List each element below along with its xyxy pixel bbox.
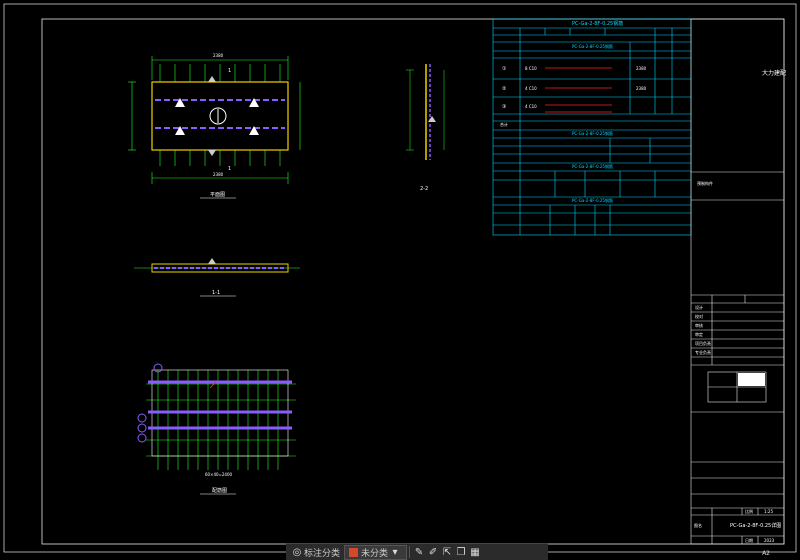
outer-frame [3, 3, 797, 553]
table-red-marks [545, 67, 612, 113]
tb-row-label: 校对 [695, 313, 703, 319]
company-name: 大力建配 [762, 69, 786, 77]
grid-icon[interactable]: ▦ [470, 546, 480, 558]
rebar-title: 配筋图 [212, 487, 227, 494]
section-marker-top: 1 [228, 68, 231, 74]
table-sub-title-1: PC-Ga-2-8F-0.25钢筋 [572, 43, 613, 49]
layer-filter-label: 标注分类 [304, 548, 341, 559]
tb-row-label: 专业负责 [695, 349, 711, 355]
section-11-title: 1-1 [212, 290, 220, 296]
layers-icon: ◎ [292, 546, 302, 558]
plan-view[interactable]: 1 1 2380 2380 平面图 [128, 53, 301, 199]
brush-icon[interactable]: ✐ [428, 546, 438, 558]
tb-row-label: 项目负责 [695, 340, 711, 346]
layer-select-value: 未分类 [361, 548, 389, 559]
table-row-3-no: ③ [502, 104, 506, 110]
tb-row-label: 审定 [695, 331, 703, 337]
project-name: 预制构件 [697, 180, 713, 186]
scale-value: 1:25 [764, 509, 773, 514]
bottom-toolbar: ◎ 标注分类 未分类 ▾ ✎ ✐ ⇱ ❐ ▦ [286, 543, 548, 560]
table-row-1-no: ① [502, 66, 507, 72]
section-22-title: 2-2 [420, 186, 428, 192]
table-sub-title-3: PC-Ga-2-8F-0.25钢筋 [572, 163, 613, 169]
lift-point-icon [249, 98, 259, 107]
table-total-label: 合计 [500, 121, 508, 127]
plan-panel-outline [151, 81, 289, 151]
table-row-2-len: 2380 [636, 86, 647, 91]
page-size-label: A2 [762, 550, 770, 557]
table-row-2-no: ② [502, 86, 507, 92]
dropdown-icon: ▾ [392, 546, 398, 558]
date-value: 2023 [764, 538, 775, 543]
tb-row-label: 审核 [695, 322, 703, 328]
table-row-2-spec: 4 C10 [525, 86, 537, 91]
table-row-3-spec: 4 C10 [525, 104, 537, 109]
export-icon[interactable]: ⇱ [442, 546, 452, 558]
drawing-label: 图名 [694, 522, 702, 528]
plan-dim-bottom: 2380 [213, 172, 224, 177]
table-row-1-spec: 8 C10 [525, 66, 537, 71]
rebar-tag-icon [137, 433, 147, 443]
copy-icon[interactable]: ❐ [456, 546, 466, 558]
plan-title: 平面图 [210, 192, 225, 198]
toolbar-divider [409, 546, 411, 558]
table-title: PC-Ga-2-8F-0.25钢筋 [572, 20, 623, 27]
table-sub-title-4: PC-Ga-2-8F-0.25钢筋 [572, 197, 613, 203]
rebar-tag-icon [137, 413, 147, 423]
rebar-tag-icon [137, 423, 147, 433]
center-mark-icon [209, 107, 227, 125]
layer-select[interactable]: 未分类 ▾ [344, 544, 408, 560]
lift-point-icon [249, 126, 259, 135]
section-1-1[interactable]: 1-1 [134, 258, 300, 297]
date-label: 日期 [745, 537, 753, 543]
rebar-dim-bottom: 60×40=2400 [205, 472, 233, 477]
tb-row-label: 设计 [695, 304, 703, 310]
plan-dim-top: 2380 [213, 53, 224, 58]
scale-label: 比例 [745, 508, 753, 514]
lift-point-icon [175, 98, 185, 107]
section-2-2[interactable]: 2-2 [406, 64, 445, 192]
pen-icon[interactable]: ✎ [414, 546, 424, 558]
rebar-tag-icon [153, 363, 163, 373]
rebar-view[interactable]: 60×40=2400 配筋图 [137, 363, 296, 495]
lift-point-icon [175, 126, 185, 135]
drawing-number: PC-Ga-2-8F-0.25详图 [730, 522, 781, 529]
table-row-1-len: 2380 [636, 66, 647, 71]
rebar-schedule-table[interactable] [492, 18, 692, 236]
table-sub-title-2: PC-Ga-2-8F-0.25钢筋 [572, 130, 613, 136]
layer-color-swatch [349, 547, 359, 557]
inner-frame [41, 18, 785, 545]
title-block-fill [738, 373, 765, 386]
section-marker-bottom: 1 [228, 166, 231, 172]
title-block[interactable] [690, 18, 785, 545]
layer-filter[interactable]: ◎ 标注分类 [286, 544, 344, 560]
